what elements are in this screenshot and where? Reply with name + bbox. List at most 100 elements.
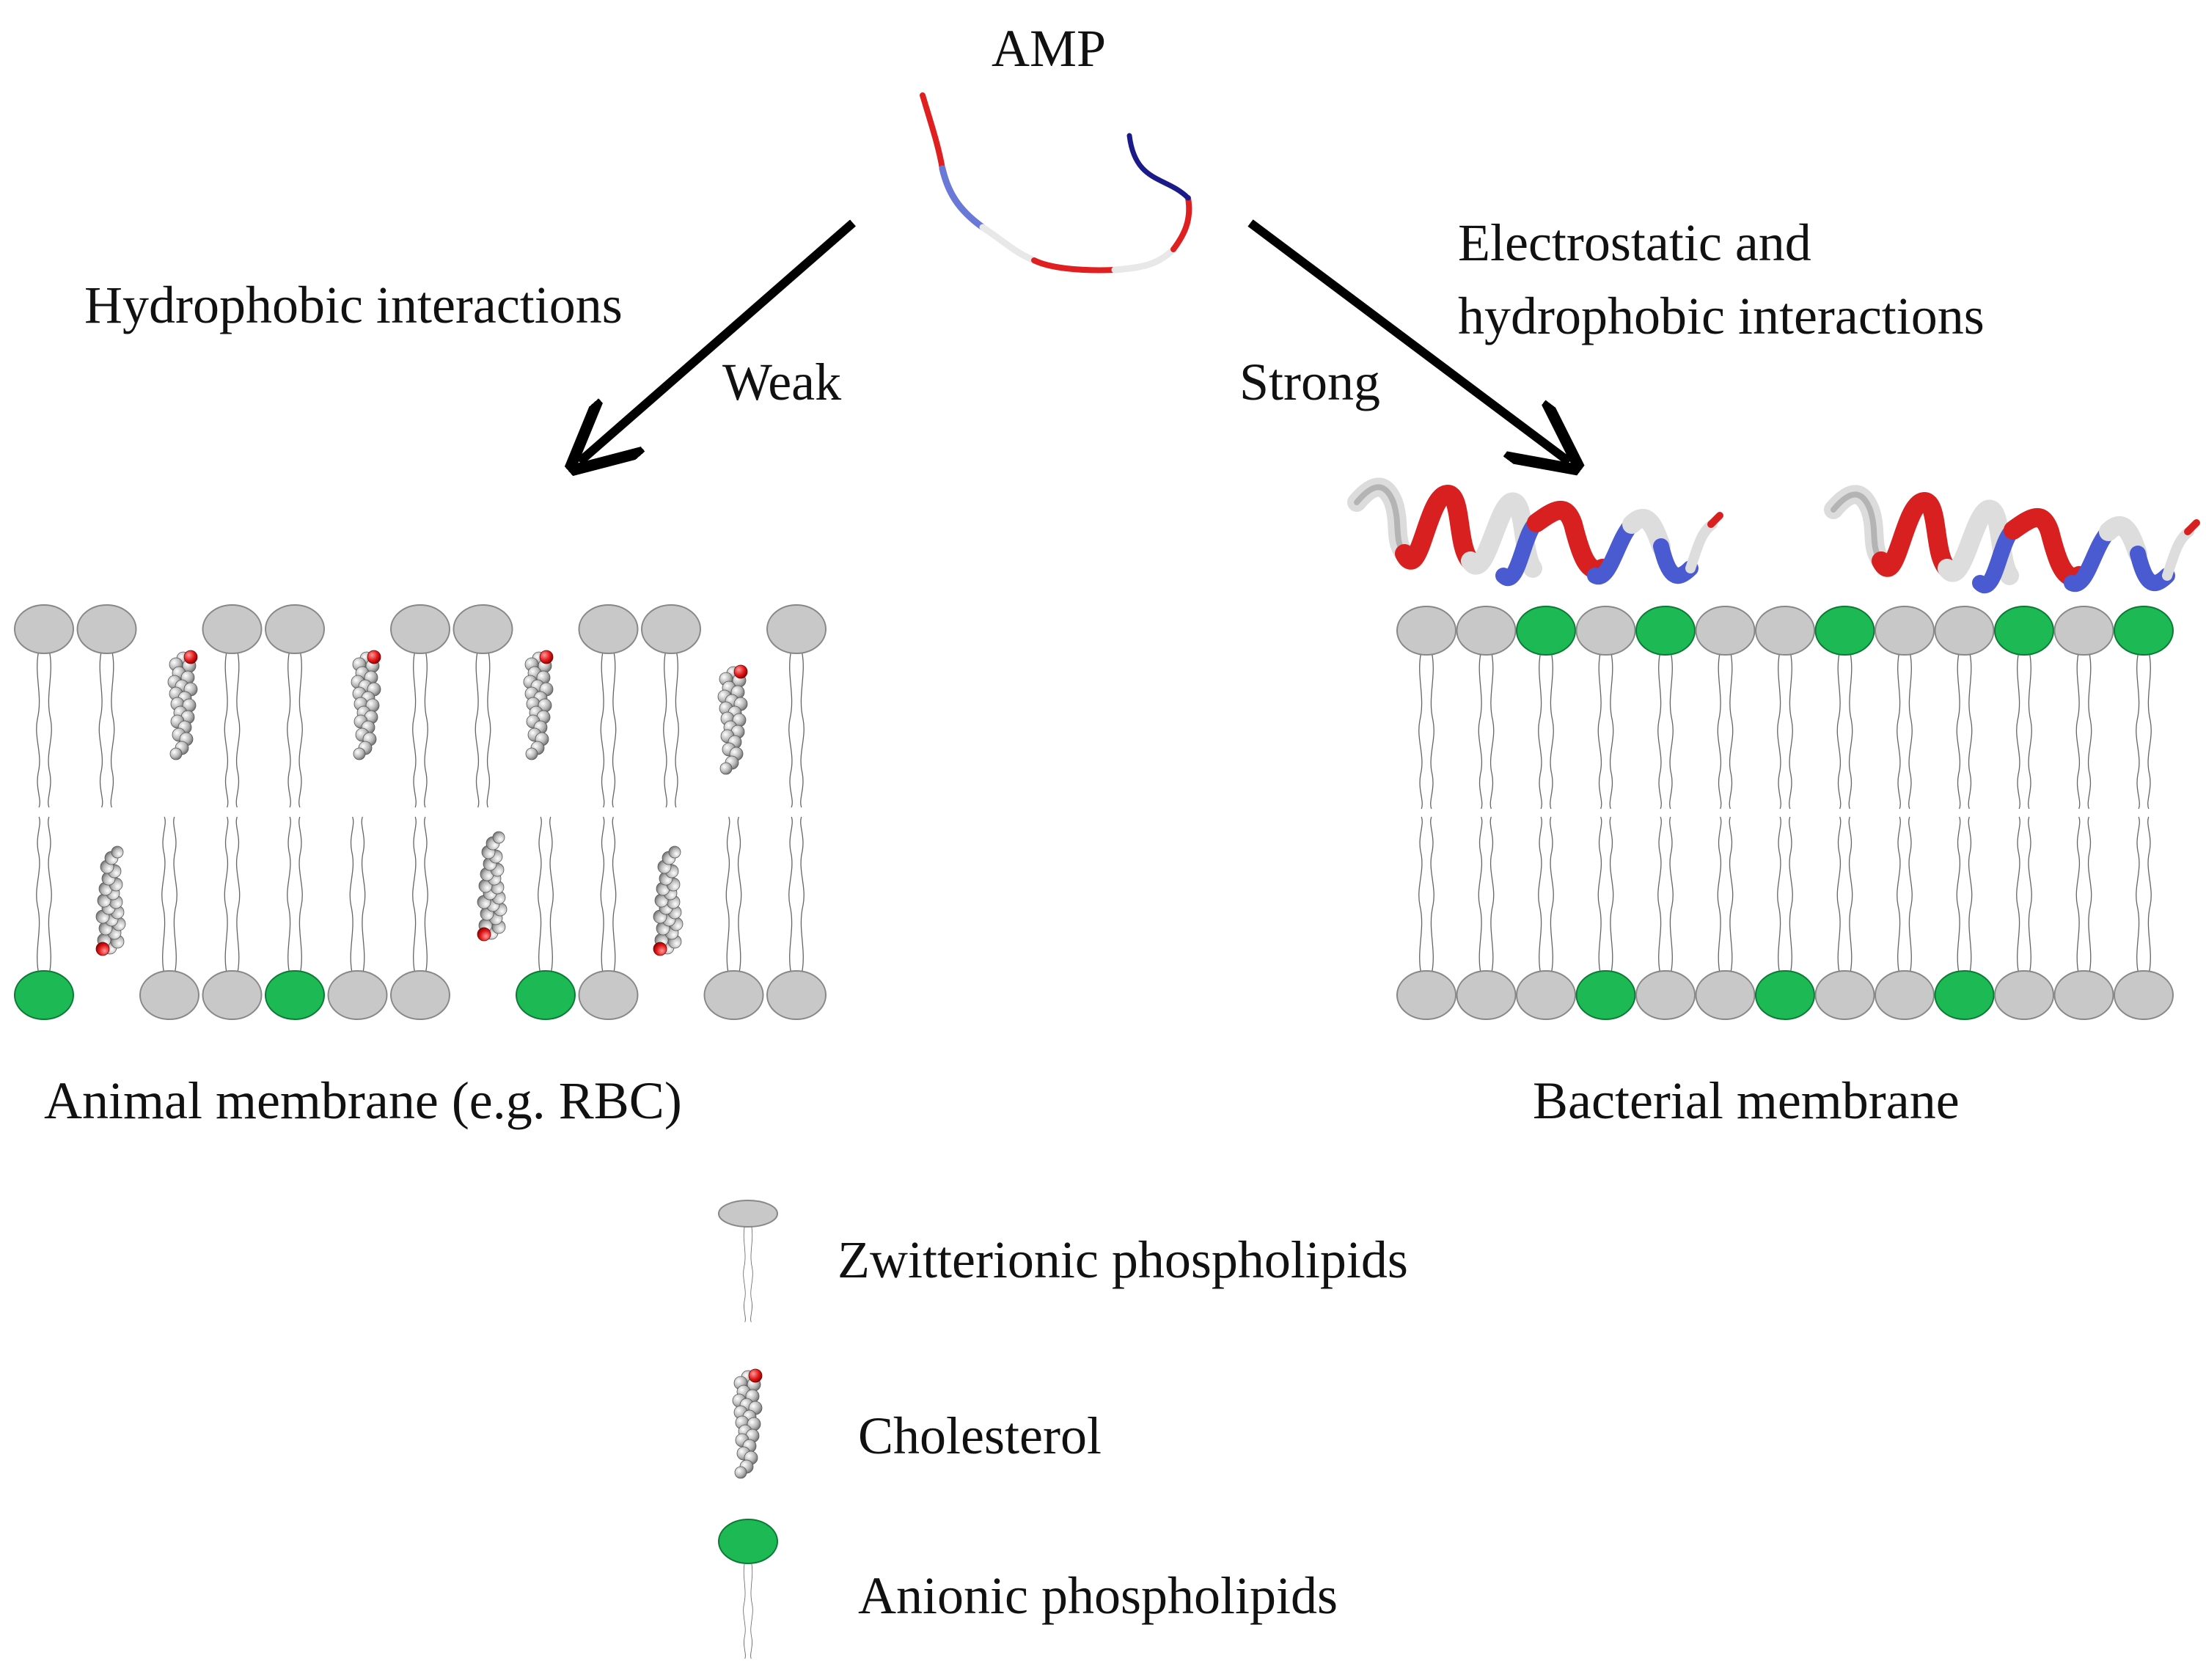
amp-helix-1	[1357, 487, 1720, 578]
animal-bottom-anionic-head	[516, 970, 576, 1020]
bacterial-top-anionic-head	[1994, 606, 2054, 656]
animal-4-cholesterol	[95, 845, 126, 956]
bacterial-bottom-lipid-tail	[1478, 815, 1495, 972]
animal-bottom-zwitterionic-head	[327, 970, 388, 1020]
strong-arrow	[1247, 219, 1569, 462]
animal-bottom-lipid-tail	[725, 815, 742, 972]
bacterial-top-anionic-head	[1635, 606, 1696, 656]
bacterial-bottom-zwitterionic-head	[2053, 970, 2114, 1020]
weak-arrow	[579, 219, 856, 462]
bacterial-bottom-anionic-head	[1934, 970, 1995, 1020]
animal-top-lipid-tail	[98, 652, 115, 809]
electrostatic-label-line1: Electrostatic and	[1458, 213, 1811, 272]
bacterial-bottom-lipid-tail	[1896, 815, 1913, 972]
animal-top-lipid-tail	[35, 652, 53, 809]
bacterial-membrane-label: Bacterial membrane	[1533, 1071, 1960, 1130]
bacterial-membrane	[1396, 606, 2174, 1020]
legend-anionic-label: Anionic phospholipids	[858, 1566, 1338, 1625]
bacterial-bottom-anionic-head	[1575, 970, 1636, 1020]
animal-membrane	[14, 604, 827, 1020]
bacterial-top-lipid-tail	[1657, 653, 1674, 810]
bacterial-bottom-lipid-tail	[1537, 815, 1555, 972]
bacterial-bottom-zwitterionic-head	[1994, 970, 2054, 1020]
animal-top-lipid-tail	[286, 652, 304, 809]
bacterial-bottom-lipid-tail	[1418, 815, 1435, 972]
animal-bottom-lipid-tail	[35, 815, 53, 972]
animal-bottom-anionic-head	[14, 970, 74, 1020]
bacterial-top-anionic-head	[1516, 606, 1576, 656]
bacterial-bottom-zwitterionic-head	[1396, 970, 1456, 1020]
animal-bottom-lipid-tail	[224, 815, 241, 972]
bacterial-bottom-lipid-tail	[1776, 815, 1794, 972]
bacterial-bottom-zwitterionic-head	[1635, 970, 1696, 1020]
hydrophobic-interactions-label: Hydrophobic interactions	[84, 276, 623, 334]
bacterial-bottom-zwitterionic-head	[1456, 970, 1517, 1020]
bacterial-top-lipid-tail	[1537, 653, 1555, 810]
amp-random-coil	[920, 92, 1192, 274]
animal-bottom-zwitterionic-head	[578, 970, 639, 1020]
bacterial-bottom-lipid-tail	[1956, 815, 1973, 972]
animal-bottom-zwitterionic-head	[703, 970, 764, 1020]
animal-bottom-zwitterionic-head	[202, 970, 263, 1020]
animal-top-zwitterionic-head	[76, 604, 137, 654]
bacterial-top-lipid-tail	[1597, 653, 1614, 810]
bacterial-bottom-lipid-tail	[2135, 815, 2152, 972]
bacterial-bottom-zwitterionic-head	[1695, 970, 1756, 1020]
animal-top-zwitterionic-head	[766, 604, 827, 654]
legend-zwitterionic-label: Zwitterionic phospholipids	[838, 1230, 1408, 1289]
bacterial-top-lipid-tail	[1836, 653, 1853, 810]
animal-bottom-lipid-tail	[788, 815, 805, 972]
amp-helix-2	[1833, 494, 2196, 585]
animal-top-lipid-tail	[474, 652, 491, 809]
animal-3-cholesterol	[717, 664, 748, 775]
bacterial-top-lipid-tail	[2075, 653, 2092, 810]
animal-membrane-label: Animal membrane (e.g. RBC)	[44, 1071, 682, 1130]
animal-top-zwitterionic-head	[641, 604, 701, 654]
animal-bottom-lipid-tail	[161, 815, 178, 972]
legend: Zwitterionic phospholipids Cholesterol A…	[718, 1200, 1408, 1660]
bacterial-top-anionic-head	[1814, 606, 1875, 656]
animal-2-cholesterol	[523, 650, 554, 760]
bacterial-bottom-zwitterionic-head	[2114, 970, 2174, 1020]
animal-bottom-zwitterionic-head	[766, 970, 827, 1020]
bacterial-bottom-lipid-tail	[2015, 815, 2033, 972]
bacterial-top-lipid-tail	[1418, 653, 1435, 810]
legend-cholesterol-label: Cholesterol	[858, 1406, 1102, 1465]
animal-top-zwitterionic-head	[390, 604, 450, 654]
bacterial-bottom-lipid-tail	[2075, 815, 2092, 972]
bacterial-top-lipid-tail	[1717, 653, 1734, 810]
amp-label: AMP	[992, 19, 1106, 78]
bacterial-top-zwitterionic-head	[1456, 606, 1517, 656]
animal-5-cholesterol	[477, 831, 507, 942]
bacterial-top-zwitterionic-head	[1875, 606, 1935, 656]
animal-top-lipid-tail	[411, 652, 429, 809]
bacterial-top-anionic-head	[2114, 606, 2174, 656]
legend-zwitterionic-icon	[718, 1200, 778, 1324]
strong-label: Strong	[1239, 353, 1380, 411]
bacterial-top-lipid-tail	[1956, 653, 1973, 810]
bacterial-top-zwitterionic-head	[1934, 606, 1995, 656]
weak-label: Weak	[722, 353, 841, 411]
legend-cholesterol-icon	[732, 1368, 763, 1479]
animal-top-zwitterionic-head	[578, 604, 639, 654]
animal-bottom-lipid-tail	[411, 815, 429, 972]
animal-top-lipid-tail	[600, 652, 617, 809]
bacterial-top-zwitterionic-head	[1396, 606, 1456, 656]
animal-bottom-zwitterionic-head	[390, 970, 450, 1020]
bacterial-bottom-lipid-tail	[1717, 815, 1734, 972]
bacterial-bottom-zwitterionic-head	[1875, 970, 1935, 1020]
animal-bottom-lipid-tail	[537, 815, 554, 972]
animal-bottom-zwitterionic-head	[139, 970, 199, 1020]
bacterial-bottom-lipid-tail	[1836, 815, 1853, 972]
bacterial-bottom-zwitterionic-head	[1814, 970, 1875, 1020]
bacterial-top-zwitterionic-head	[1755, 606, 1815, 656]
animal-bottom-lipid-tail	[349, 815, 366, 972]
bacterial-top-zwitterionic-head	[1695, 606, 1756, 656]
bacterial-bottom-lipid-tail	[1597, 815, 1614, 972]
animal-top-zwitterionic-head	[14, 604, 74, 654]
animal-bottom-lipid-tail	[286, 815, 304, 972]
animal-bottom-lipid-tail	[600, 815, 617, 972]
bacterial-top-lipid-tail	[1478, 653, 1495, 810]
bacterial-top-lipid-tail	[2015, 653, 2033, 810]
